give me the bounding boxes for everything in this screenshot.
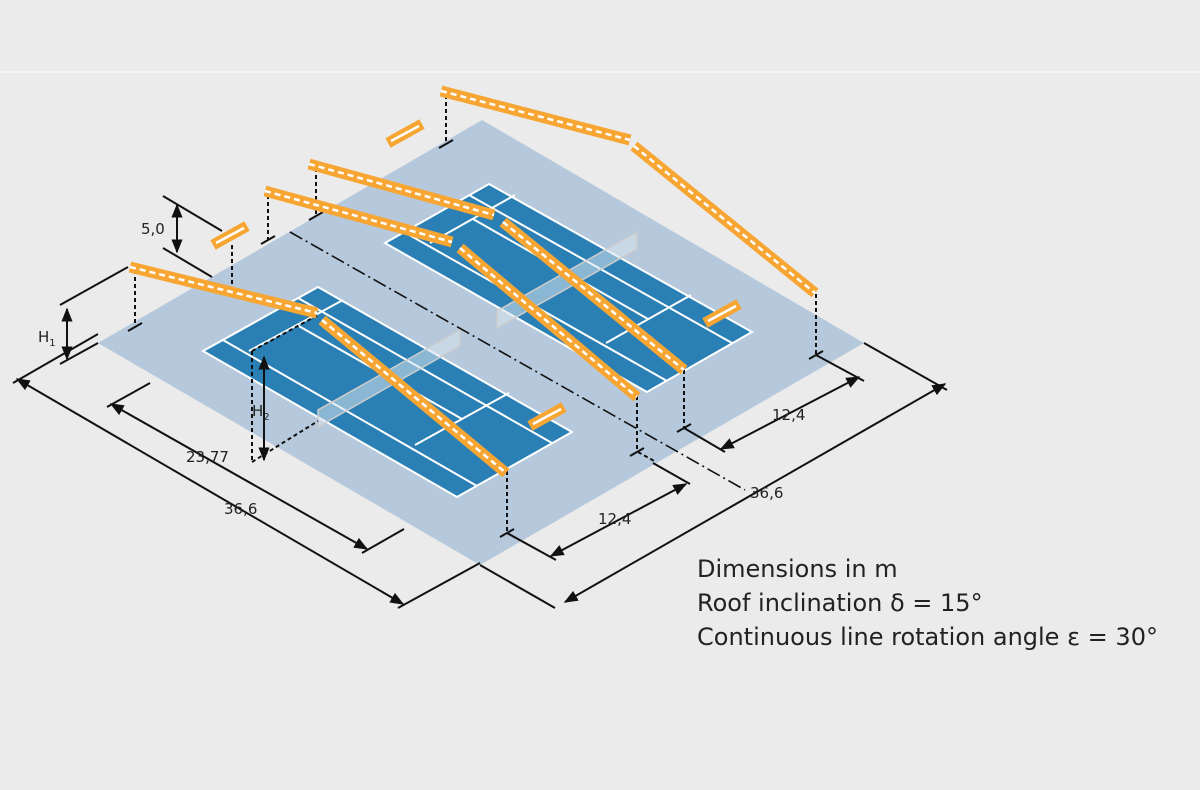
- label-span-left: 36,6: [224, 500, 257, 518]
- label-h1-letter: H: [38, 328, 49, 346]
- dim-span-right: [563, 383, 947, 603]
- dim-court-length: [109, 403, 369, 550]
- label-court-length: 23,77: [186, 448, 229, 466]
- roof-beams: [128, 85, 819, 478]
- label-h1-sub: 1: [49, 338, 55, 349]
- court-left-sideline-b: [297, 297, 553, 444]
- beam-rear: [439, 85, 819, 298]
- legend-units: Dimensions in m: [697, 555, 898, 583]
- support-line: [251, 314, 319, 352]
- label-offset-front: 12,4: [598, 510, 631, 528]
- label-offset-right: 12,4: [772, 406, 805, 424]
- beam-short-pieces: [210, 119, 742, 431]
- legend-roof-inclination: Roof inclination δ = 15°: [697, 589, 983, 617]
- beam-left-front: [128, 261, 510, 478]
- legend: Dimensions in m Roof inclination δ = 15°…: [697, 552, 1158, 654]
- label-h2: H2: [252, 402, 270, 423]
- label-h2-sub: 2: [263, 412, 269, 423]
- legend-rotation-angle: Continuous line rotation angle ε = 30°: [697, 623, 1158, 651]
- beam-mid-a: [263, 185, 641, 402]
- dimension-lines: [12, 195, 948, 609]
- label-h2-letter: H: [252, 402, 263, 420]
- court-left-serviceline-a: [248, 299, 344, 352]
- court-right-serviceline-b: [605, 294, 692, 344]
- label-span-right: 36,6: [750, 484, 783, 502]
- label-h1: H1: [38, 328, 56, 349]
- beam-mid-b: [307, 158, 688, 375]
- label-gap-5: 5,0: [141, 220, 165, 238]
- top-band: [0, 0, 1200, 72]
